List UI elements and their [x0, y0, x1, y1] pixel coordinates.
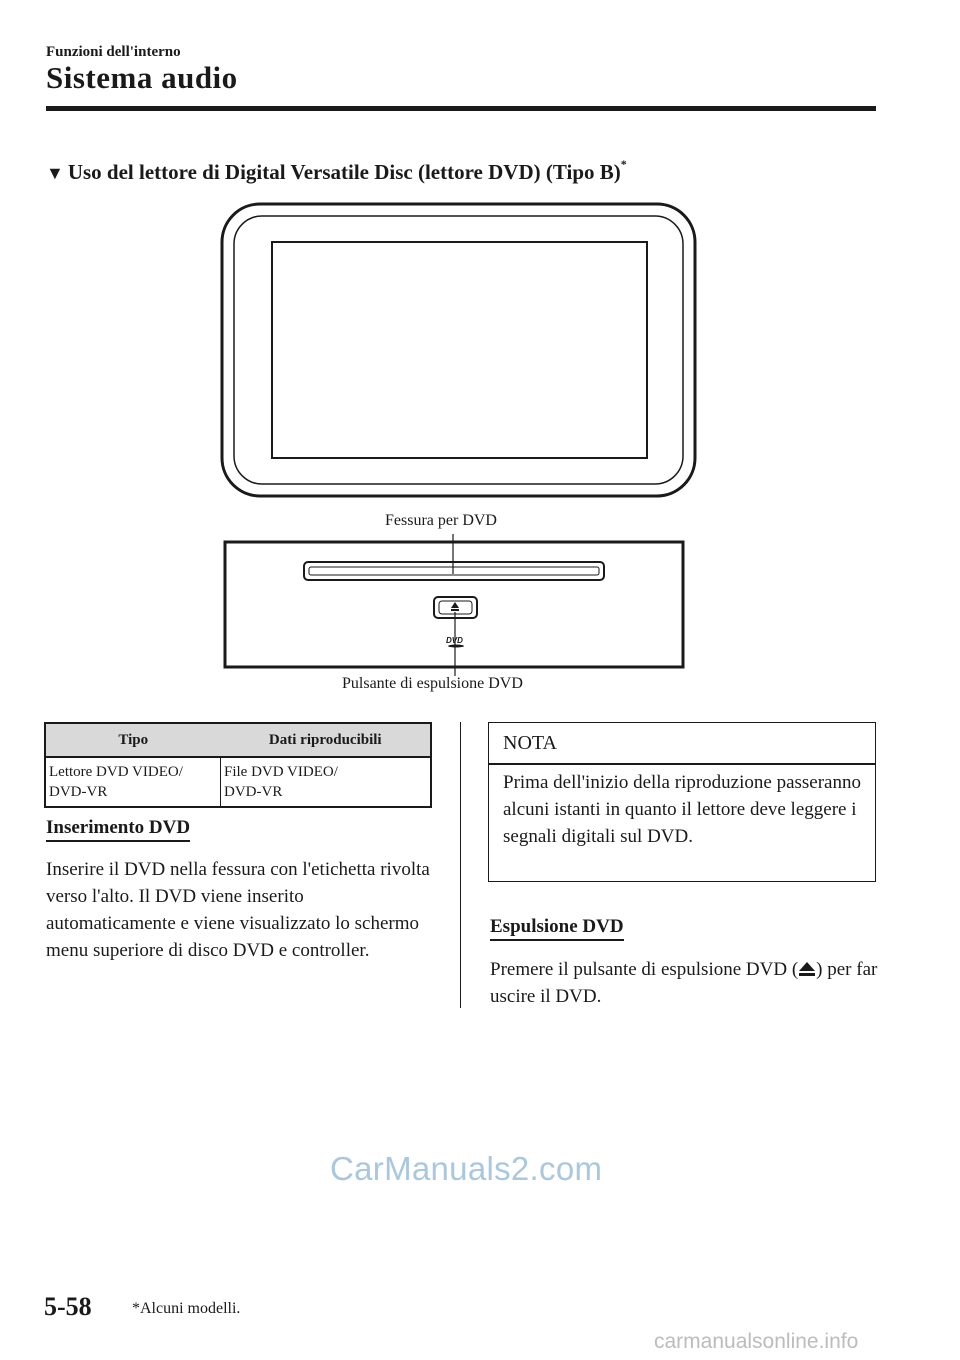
eject-icon — [799, 962, 816, 976]
header-rule — [46, 106, 876, 111]
dvd-logo: DVD — [446, 636, 463, 645]
table-cell: Lettore DVD VIDEO/ DVD-VR — [44, 757, 221, 808]
callout-dvd-slot: Fessura per DVD — [385, 512, 497, 529]
eject-body-end: ) per far uscire il DVD. — [490, 959, 878, 1007]
footnote: *Alcuni modelli. — [132, 1300, 241, 1317]
table-row: Lettore DVD VIDEO/ DVD-VR File DVD VIDEO… — [44, 757, 432, 808]
table-cell-text: Lettore DVD VIDEO/ DVD-VR — [49, 764, 183, 800]
dvd-player-illustration: DVD — [220, 202, 697, 676]
note-body: Prima dell'inizio della riproduzione pas… — [503, 772, 861, 847]
eject-symbol-icon — [451, 602, 459, 608]
dvd-logo-disc-icon — [448, 644, 464, 648]
eject-symbol-bar — [451, 609, 459, 611]
dvd-slot-inner — [308, 566, 600, 576]
table-header-cell: Tipo — [44, 722, 221, 758]
slot-panel — [223, 540, 685, 669]
playable-data-table: Tipo Dati riproducibili Lettore DVD VIDE… — [44, 722, 432, 808]
watermark: CarManuals2.com — [330, 1150, 603, 1187]
display-screen — [271, 241, 648, 459]
eject-heading: Espulsione DVD — [490, 916, 624, 941]
dvd-slot — [303, 561, 605, 581]
triangle-marker-icon: ▼ — [46, 163, 64, 183]
insert-body: Inserire il DVD nella fessura con l'etic… — [46, 859, 430, 961]
note-title: NOTA — [503, 732, 557, 754]
callout-eject-button: Pulsante di espulsione DVD — [342, 675, 523, 692]
table-cell-text: File DVD VIDEO/ DVD-VR — [224, 764, 338, 800]
display-bezel-inner — [233, 215, 684, 485]
section-heading: ▼Uso del lettore di Digital Versatile Di… — [46, 157, 627, 185]
eject-body: Premere il pulsante di espulsione DVD ()… — [490, 956, 880, 1010]
column-divider — [460, 722, 461, 1008]
display-bezel-outer — [220, 202, 697, 498]
insert-heading: Inserimento DVD — [46, 817, 191, 842]
eject-body-start: Premere il pulsante di espulsione DVD ( — [490, 959, 799, 980]
table-header-cell: Dati riproducibili — [220, 722, 432, 758]
section-heading-text: Uso del lettore di Digital Versatile Dis… — [67, 160, 621, 184]
site-mark: carmanualsonline.info — [654, 1330, 859, 1353]
footnote-mark: * — [620, 157, 627, 171]
table-cell: File DVD VIDEO/ DVD-VR — [220, 757, 432, 808]
note-rule — [489, 763, 875, 765]
page-number: 5-58 — [44, 1292, 92, 1321]
page-title: Sistema audio — [46, 60, 238, 95]
section-label: Funzioni dell'interno — [46, 44, 181, 60]
table-header-row: Tipo Dati riproducibili — [44, 722, 432, 758]
note-box: NOTA Prima dell'inizio della riproduzion… — [488, 722, 876, 882]
